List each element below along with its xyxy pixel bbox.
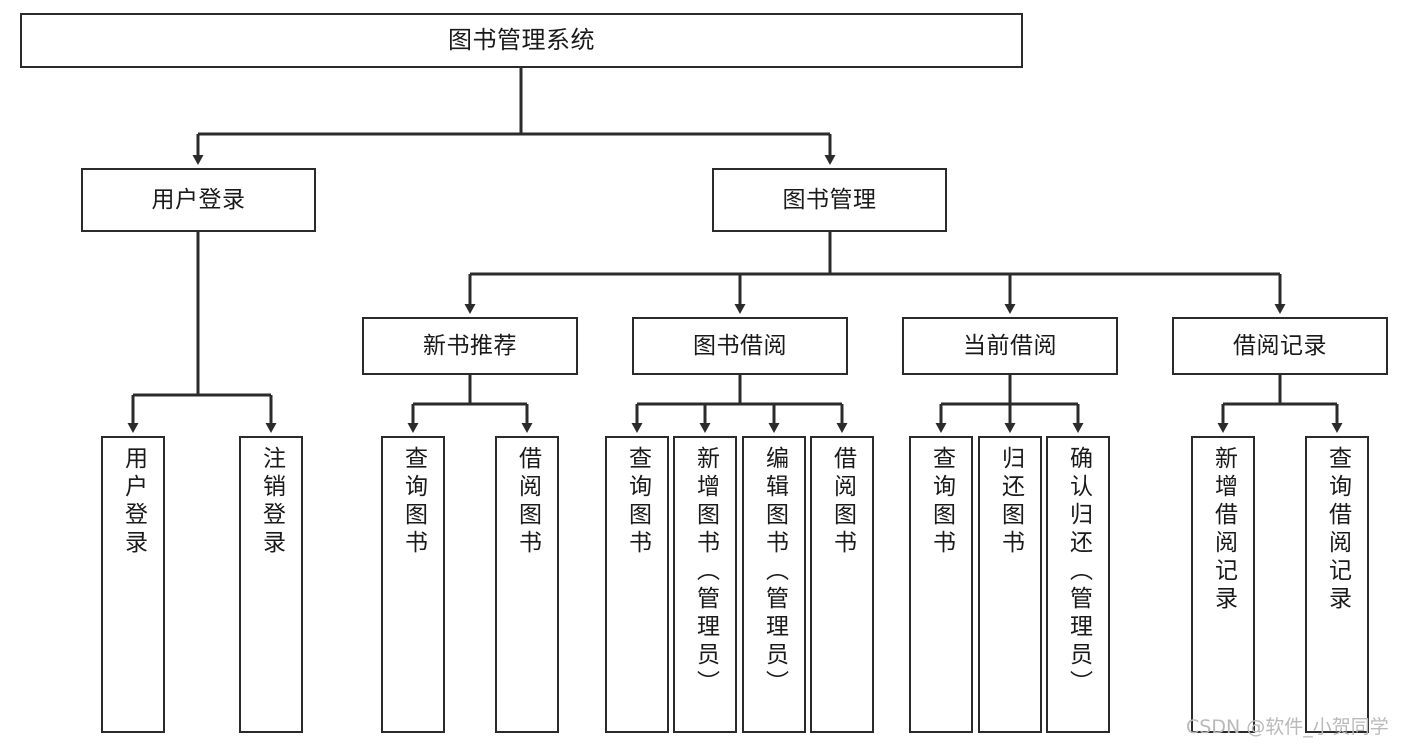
node-user-login[interactable]: 用户登录 (81, 168, 316, 232)
node-borrow-record[interactable]: 借阅记录 (1172, 317, 1388, 375)
node-label: 注销登录 (258, 446, 285, 558)
leaf-borrow-borrow-book[interactable]: 借阅图书 (810, 436, 874, 733)
node-root-library-system[interactable]: 图书管理系统 (20, 13, 1023, 68)
node-label: 用户登录 (151, 186, 246, 213)
node-label: 借阅记录 (1233, 332, 1327, 359)
leaf-borrow-add-book-admin[interactable]: 新增图书（管理员） (673, 436, 737, 733)
node-label: 图书借阅 (693, 332, 787, 359)
csdn-watermark: CSDN @软件_小贺同学 (1186, 716, 1389, 738)
node-new-book-recommend[interactable]: 新书推荐 (362, 317, 578, 375)
node-label: 新增图书（管理员） (692, 446, 719, 698)
leaf-borrow-query-book[interactable]: 查询图书 (605, 436, 669, 733)
node-label: 归还图书 (997, 446, 1024, 558)
node-label: 借阅图书 (829, 446, 856, 558)
node-label: 新增借阅记录 (1210, 446, 1237, 614)
node-book-borrow[interactable]: 图书借阅 (632, 317, 848, 375)
leaf-current-confirm-return-admin[interactable]: 确认归还（管理员） (1046, 436, 1110, 733)
node-label: 图书管理系统 (448, 25, 595, 54)
leaf-current-query-book[interactable]: 查询图书 (909, 436, 973, 733)
node-book-management[interactable]: 图书管理 (712, 168, 947, 232)
leaf-record-query-record[interactable]: 查询借阅记录 (1305, 436, 1369, 733)
node-label: 借阅图书 (514, 446, 541, 558)
node-label: 图书管理 (782, 186, 877, 213)
node-label: 查询图书 (928, 446, 955, 558)
leaf-recommend-borrow-book[interactable]: 借阅图书 (495, 436, 559, 733)
leaf-record-add-record[interactable]: 新增借阅记录 (1191, 436, 1255, 733)
leaf-borrow-edit-book-admin[interactable]: 编辑图书（管理员） (742, 436, 806, 733)
node-label: 用户登录 (120, 446, 147, 558)
node-label: 查询借阅记录 (1324, 446, 1351, 614)
leaf-current-return-book[interactable]: 归还图书 (978, 436, 1042, 733)
node-label: 当前借阅 (963, 332, 1057, 359)
node-label: 确认归还（管理员） (1065, 446, 1092, 698)
node-current-borrow[interactable]: 当前借阅 (902, 317, 1118, 375)
node-label: 新书推荐 (423, 332, 517, 359)
node-label: 编辑图书（管理员） (761, 446, 788, 698)
node-label: 查询图书 (400, 446, 427, 558)
node-label: 查询图书 (624, 446, 651, 558)
leaf-user-login-signout[interactable]: 注销登录 (239, 436, 303, 733)
leaf-user-login-signin[interactable]: 用户登录 (101, 436, 165, 733)
leaf-recommend-query-book[interactable]: 查询图书 (381, 436, 445, 733)
